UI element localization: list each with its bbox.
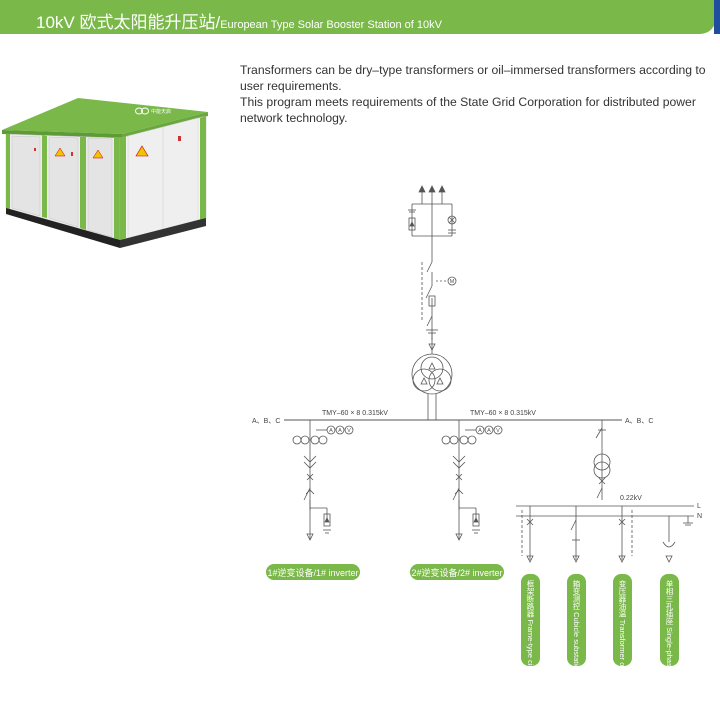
lv-label-frame-breaker: 框架断路器 Frame-type circuit breaker xyxy=(521,574,540,707)
feeder-1 xyxy=(292,420,354,541)
lv-distribution xyxy=(516,505,694,563)
lv-l: L xyxy=(697,503,701,510)
feeder-2 xyxy=(441,420,503,541)
title-zh: 10kV 欧式太阳能升压站/ xyxy=(36,13,221,32)
page-title: 10kV 欧式太阳能升压站/European Type Solar Booste… xyxy=(36,8,442,33)
lv-label-socket: 单相三孔插座 Single-phase 3-hole socket xyxy=(660,574,679,718)
lv-n: N xyxy=(697,513,702,520)
svg-text:A: A xyxy=(487,428,491,434)
transformer-symbol xyxy=(411,350,453,420)
intro-text: Transformers can be dry–type transformer… xyxy=(240,62,716,126)
busbar-right-spec: TMY–60 × 8 0.315kV xyxy=(470,410,536,417)
lv-voltage: 0.22kV xyxy=(620,495,642,502)
busbar-left-spec: TMY–60 × 8 0.315kV xyxy=(322,410,388,417)
header-bar xyxy=(0,0,716,34)
header-banner: 10kV 欧式太阳能升压站/European Type Solar Booste… xyxy=(0,0,720,36)
header-accent xyxy=(714,0,720,34)
inverter-2-label: 2#逆变设备/2# inverter xyxy=(410,564,504,580)
svg-text:A: A xyxy=(329,428,333,434)
title-en: European Type Solar Booster Station of 1… xyxy=(220,19,442,31)
substation-photo: 中能天启 xyxy=(2,98,208,248)
bus-left-label: A、B、C xyxy=(252,418,280,425)
lv-label-cubicle-control: 箱变测控 Cubicle substation loop control xyxy=(567,574,586,714)
roof xyxy=(2,98,208,134)
bus-right-label: A、B、C xyxy=(625,418,653,425)
svg-text:V: V xyxy=(347,428,351,434)
svg-text:A: A xyxy=(478,428,482,434)
intro-line-1: Transformers can be dry–type transformer… xyxy=(240,63,706,93)
svg-text:中能天启: 中能天启 xyxy=(151,108,171,115)
intro-line-2: This program meets requirements of the S… xyxy=(240,95,696,125)
lv-label-oil-temp: 变压器油温 Transformer oil temperature xyxy=(613,574,632,712)
svg-text:A: A xyxy=(338,428,342,434)
logo-mark: 中能天启 xyxy=(135,107,171,115)
svg-text:V: V xyxy=(496,428,500,434)
inverter-1-label: 1#逆变设备/1# inverter xyxy=(266,564,360,580)
aux-branch xyxy=(593,420,611,500)
svg-text:M: M xyxy=(450,279,455,285)
hv-incoming xyxy=(408,185,457,351)
